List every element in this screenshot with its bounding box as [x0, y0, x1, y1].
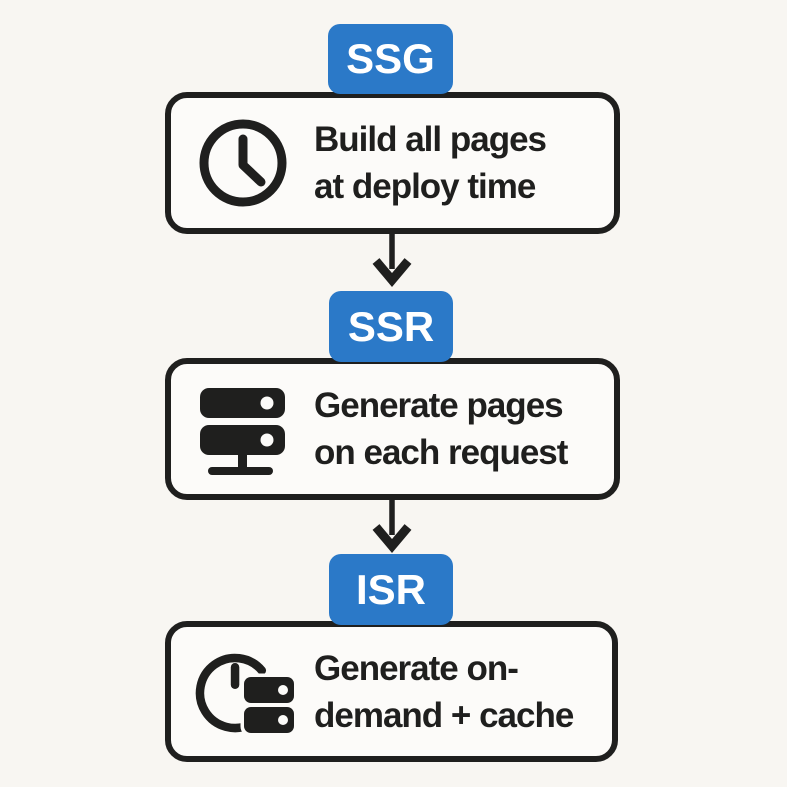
clock-cache-icon: [195, 645, 298, 739]
node-isr-line1: Generate on-: [314, 648, 519, 688]
tab-ssg: SSG: [328, 24, 453, 94]
arrow-ssr-to-isr: [371, 499, 413, 558]
clock-icon: [197, 117, 289, 209]
arrow-ssg-to-ssr: [371, 233, 413, 292]
tab-ssg-label: SSG: [346, 35, 435, 82]
node-ssg-line2: at deploy time: [314, 167, 536, 206]
server-icon: [197, 382, 287, 476]
node-ssg-line1: Build all pages: [314, 120, 547, 159]
node-isr-description: Generate on- demand + cache: [314, 645, 574, 739]
node-ssr-line2: on each request: [314, 433, 568, 472]
tab-ssr-label: SSR: [347, 302, 435, 350]
node-isr-box: Generate on- demand + cache: [165, 621, 618, 762]
node-ssr-line1: Generate pages: [314, 386, 564, 425]
node-ssr-description: Generate pages on each request: [314, 382, 568, 476]
node-isr-line2: demand + cache: [314, 695, 574, 735]
tab-isr-label: ISR: [355, 565, 426, 613]
node-ssg-description: Build all pages at deploy time: [314, 116, 547, 210]
tab-ssr: SSR: [329, 291, 453, 362]
node-ssr-box: Generate pages on each request: [165, 358, 620, 500]
node-ssg-box: Build all pages at deploy time: [165, 92, 620, 234]
tab-isr: ISR: [329, 554, 453, 625]
